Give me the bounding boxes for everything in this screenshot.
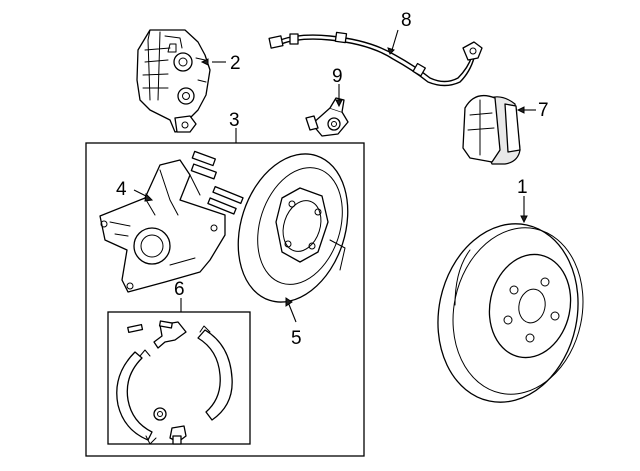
callout-4: 4 xyxy=(116,179,127,200)
parking-brake-shoe-kit-icon xyxy=(116,320,233,445)
callout-7: 7 xyxy=(538,100,549,121)
callout-5: 5 xyxy=(291,328,302,349)
speed-sensor-icon xyxy=(305,97,349,137)
callout-3: 3 xyxy=(229,110,240,131)
abs-sensor-cable-icon xyxy=(268,31,483,87)
assembly-3-frame xyxy=(85,142,365,457)
callout-6: 6 xyxy=(174,279,185,300)
brake-pad-icon xyxy=(462,94,521,165)
brake-caliper-icon xyxy=(136,29,211,133)
callout-leader-5 xyxy=(287,301,297,323)
callout-1: 1 xyxy=(517,177,528,198)
callout-9: 9 xyxy=(332,66,343,87)
callout-8: 8 xyxy=(401,10,412,31)
leader-arrow-5 xyxy=(285,297,293,307)
splash-shield-icon xyxy=(237,153,349,303)
brake-rotor-icon xyxy=(437,223,584,403)
backing-plate-bracket-icon xyxy=(99,150,244,293)
leader-arrow-4 xyxy=(144,192,154,202)
leader-arrow-2 xyxy=(200,58,209,66)
callout-leader-8 xyxy=(391,29,399,51)
leader-arrow-9 xyxy=(335,99,343,108)
leader-arrow-8 xyxy=(387,47,395,55)
callout-2: 2 xyxy=(230,53,241,74)
leader-arrow-1 xyxy=(520,215,528,224)
leader-arrow-7 xyxy=(516,106,525,114)
